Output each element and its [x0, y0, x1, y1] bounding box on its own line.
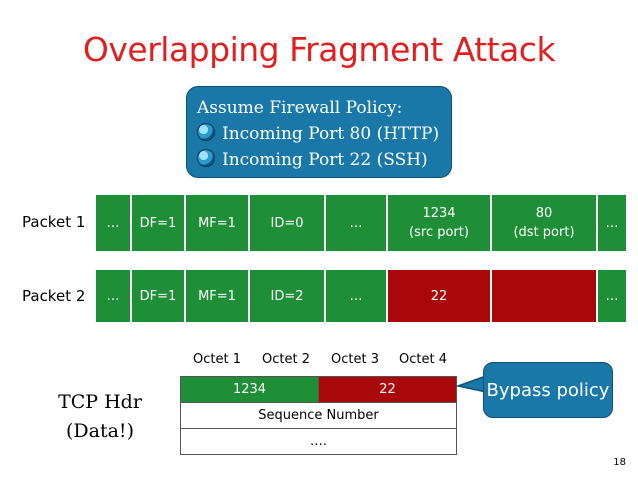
packet1-src-port-label: (src port)	[409, 225, 469, 240]
packet1-cell-src-port: 1234 (src port)	[388, 195, 490, 251]
octet-2-label: Octet 2	[262, 352, 310, 367]
packet1-cell-ellipsis: …	[96, 195, 130, 251]
packet2-cell-port-22: 22	[388, 270, 490, 322]
packet1-label: Packet 1	[22, 213, 86, 231]
packet2-cell-ellipsis-2: …	[326, 270, 386, 322]
tcp-more-rows: ….	[180, 428, 457, 455]
packet1-cell-dst-port: 80 (dst port)	[492, 195, 596, 251]
packet1-cell-ellipsis-3: …	[598, 195, 626, 251]
packet2-label: Packet 2	[22, 287, 86, 305]
firewall-policy-callout: Assume Firewall Policy: Incoming Port 80…	[186, 86, 452, 178]
policy-heading: Assume Firewall Policy:	[197, 98, 403, 118]
packet2-cell-ellipsis-3: …	[598, 270, 626, 322]
policy-rule-ssh: Incoming Port 22 (SSH)	[197, 147, 451, 173]
page-number: 18	[613, 457, 626, 468]
policy-rule-http: Incoming Port 80 (HTTP)	[197, 121, 451, 147]
packet2-cell-ellipsis: …	[96, 270, 130, 322]
packet2-cell-mf: MF=1	[186, 270, 248, 322]
packet1-dst-port-value: 80	[535, 206, 553, 221]
octet-3-label: Octet 3	[331, 352, 379, 367]
packet2-cell-df: DF=1	[132, 270, 184, 322]
tcp-sequence-number: Sequence Number	[180, 402, 457, 429]
tcp-header-label-line1: TCP Hdr	[58, 391, 142, 413]
packet1-cell-mf: MF=1	[186, 195, 248, 251]
globe-icon	[197, 149, 215, 167]
tcp-header-label-line2: (Data!)	[66, 420, 134, 442]
octet-1-label: Octet 1	[193, 352, 241, 367]
octet-4-label: Octet 4	[399, 352, 447, 367]
packet2-cell-id: ID=2	[250, 270, 324, 322]
packet1-cell-id: ID=0	[250, 195, 324, 251]
tcp-src-port: 1234	[180, 376, 319, 403]
packet2-cell-blank	[492, 270, 596, 322]
policy-rule-ssh-text: Incoming Port 22 (SSH)	[222, 150, 428, 170]
globe-icon	[197, 123, 215, 141]
tcp-header-label: TCP Hdr (Data!)	[54, 388, 146, 446]
packet1-dst-port-label: (dst port)	[513, 225, 575, 240]
packet1-cell-ellipsis-2: …	[326, 195, 386, 251]
tcp-dst-port: 22	[318, 376, 457, 403]
packet1-cell-df: DF=1	[132, 195, 184, 251]
bypass-policy-callout: Bypass policy	[483, 362, 613, 418]
slide-title: Overlapping Fragment Attack	[82, 30, 556, 69]
policy-rule-http-text: Incoming Port 80 (HTTP)	[222, 124, 440, 144]
packet1-src-port-value: 1234	[422, 206, 456, 221]
